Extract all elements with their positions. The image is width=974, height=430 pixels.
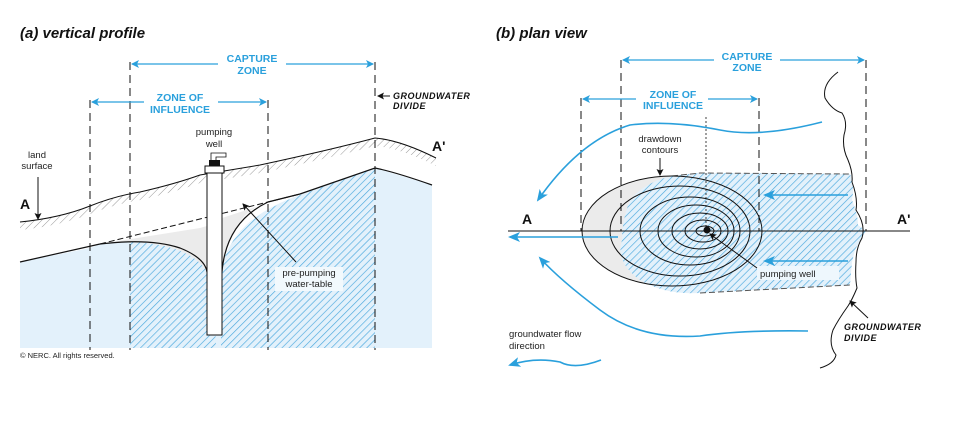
prepumping-pointer xyxy=(242,203,297,263)
land-surface-line xyxy=(19,137,437,223)
groundwater-flow-arrows xyxy=(508,121,848,367)
zone-of-influence-label: ZONE OF xyxy=(157,92,204,104)
groundwater-divide-label-2: DIVIDE xyxy=(393,101,427,111)
capture-zone-label-2: ZONE xyxy=(237,65,266,77)
land-surface-label: land xyxy=(28,150,46,161)
panel-b-title: (b) plan view xyxy=(496,25,588,42)
plan-zone-of-influence-label-2: INFLUENCE xyxy=(643,100,703,112)
pumping-well-label-2: well xyxy=(205,139,222,150)
panel-plan-view: (b) plan view CAPTURE xyxy=(496,25,921,369)
plan-section-end-a-prime: A' xyxy=(897,211,910,227)
plan-divide-pointer xyxy=(849,300,869,319)
pumping-well-label: pumping xyxy=(196,127,232,138)
pumping-well xyxy=(204,152,227,336)
drawdown-contours-label-2: contours xyxy=(642,145,679,156)
plan-groundwater-divide-label: GROUNDWATER xyxy=(844,322,921,332)
capture-zone-label: CAPTURE xyxy=(227,53,278,65)
capture-zone-water xyxy=(130,168,375,348)
zone-of-influence-label-2: INFLUENCE xyxy=(150,104,210,116)
prepumping-label: pre-pumping xyxy=(282,268,335,279)
groundwater-divide-boundary xyxy=(819,71,864,369)
plan-capture-zone-label-2: ZONE xyxy=(732,62,761,74)
flow-direction-label-2: direction xyxy=(509,341,545,352)
water-table-line xyxy=(19,243,101,263)
section-start-a: A xyxy=(20,196,30,212)
plan-zone-of-influence-label: ZONE OF xyxy=(650,89,697,101)
groundwater-divide-label: GROUNDWATER xyxy=(393,91,470,101)
well-label-bg xyxy=(757,266,839,280)
drawdown-contours-label: drawdown xyxy=(638,134,681,145)
pre-pumping-water-table xyxy=(99,193,301,245)
plan-pumping-well-label: pumping well xyxy=(760,269,815,280)
capture-zone-area xyxy=(620,173,866,294)
prepumping-label-bg xyxy=(275,267,343,291)
flow-arrow-top xyxy=(536,121,823,202)
plan-capture-zone-label: CAPTURE xyxy=(722,51,773,63)
plan-groundwater-divide-label-2: DIVIDE xyxy=(844,333,878,343)
section-end-a-prime: A' xyxy=(432,138,445,154)
pumping-well-marker xyxy=(703,226,711,234)
flow-arrow-bottom xyxy=(538,256,809,338)
cone-of-depression xyxy=(100,203,268,272)
prepumping-label-2: water-table xyxy=(285,279,333,290)
flow-arrow-legend xyxy=(508,357,602,367)
land-surface-label-2: surface xyxy=(21,161,52,172)
well-pointer xyxy=(709,233,758,269)
panel-a-title: (a) vertical profile xyxy=(20,25,145,42)
plan-section-start-a: A xyxy=(522,211,532,227)
panel-vertical-profile: (a) vertical profile CAP xyxy=(19,25,470,360)
flow-direction-label: groundwater flow xyxy=(509,329,581,340)
copyright-notice: © NERC. All rights reserved. xyxy=(20,351,115,360)
